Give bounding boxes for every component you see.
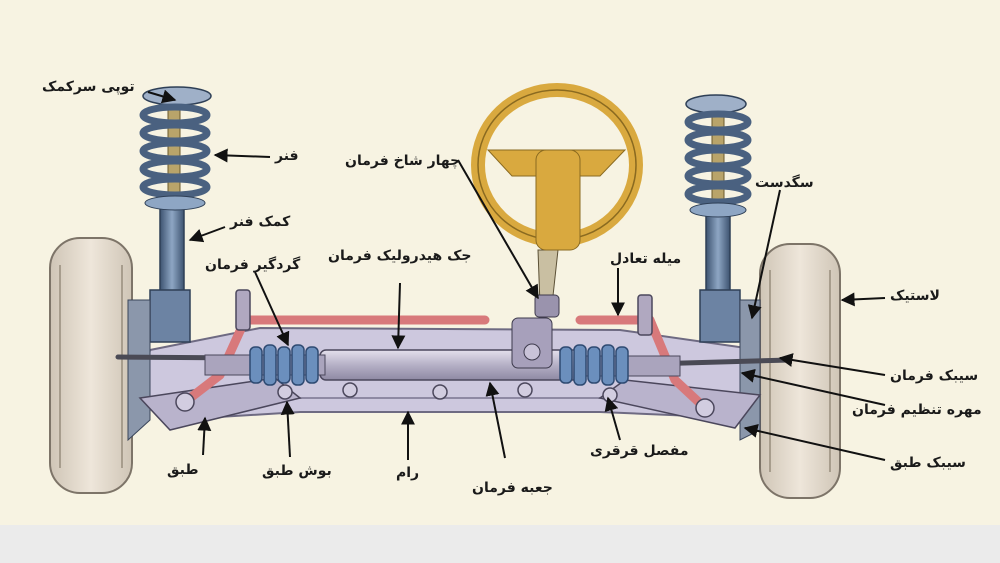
steering-column — [511, 249, 560, 369]
label-shock-cap: توپی سرکمک — [42, 79, 135, 95]
label-tire: لاستیک — [890, 288, 940, 304]
right-tire — [759, 243, 841, 499]
label-shock-absorber: کمک فنر — [230, 214, 291, 230]
stabilizer-bar — [180, 315, 710, 413]
label-control-arm: طبق — [167, 462, 199, 478]
left-strut — [127, 86, 212, 442]
arm-bushings — [175, 382, 715, 418]
steering-wheel — [471, 83, 643, 251]
label-dust-boot: گردگیر فرمان — [205, 257, 301, 273]
label-adjusting-nut: مهره تنظیم فرمان — [852, 402, 982, 418]
lower-control-arms — [138, 377, 762, 431]
stabilizer-mounts — [235, 289, 653, 336]
left-tire — [49, 237, 133, 494]
label-steering-column-joint: چهار شاخ فرمان — [345, 153, 461, 169]
label-knuckle: سگدست — [755, 175, 814, 191]
label-gimbal-joint: مفصل قرقری — [590, 443, 689, 459]
right-strut — [684, 94, 761, 441]
label-arm-bushing: بوش طبق — [262, 463, 332, 479]
steering-boots — [249, 344, 629, 386]
label-ball-joint: سیبک طبق — [890, 455, 966, 471]
label-spring: فنر — [275, 148, 299, 164]
pointer-lines — [147, 89, 886, 461]
bottom-strip — [0, 525, 1000, 563]
label-stabilizer-bar: میله تعادل — [610, 251, 682, 267]
label-tie-rod: سیبک فرمان — [890, 368, 979, 384]
label-hydraulic-jack: جک هیدرولیک فرمان — [328, 248, 472, 264]
label-frame: رام — [396, 465, 420, 481]
label-steering-box: جعبه فرمان — [472, 480, 553, 496]
